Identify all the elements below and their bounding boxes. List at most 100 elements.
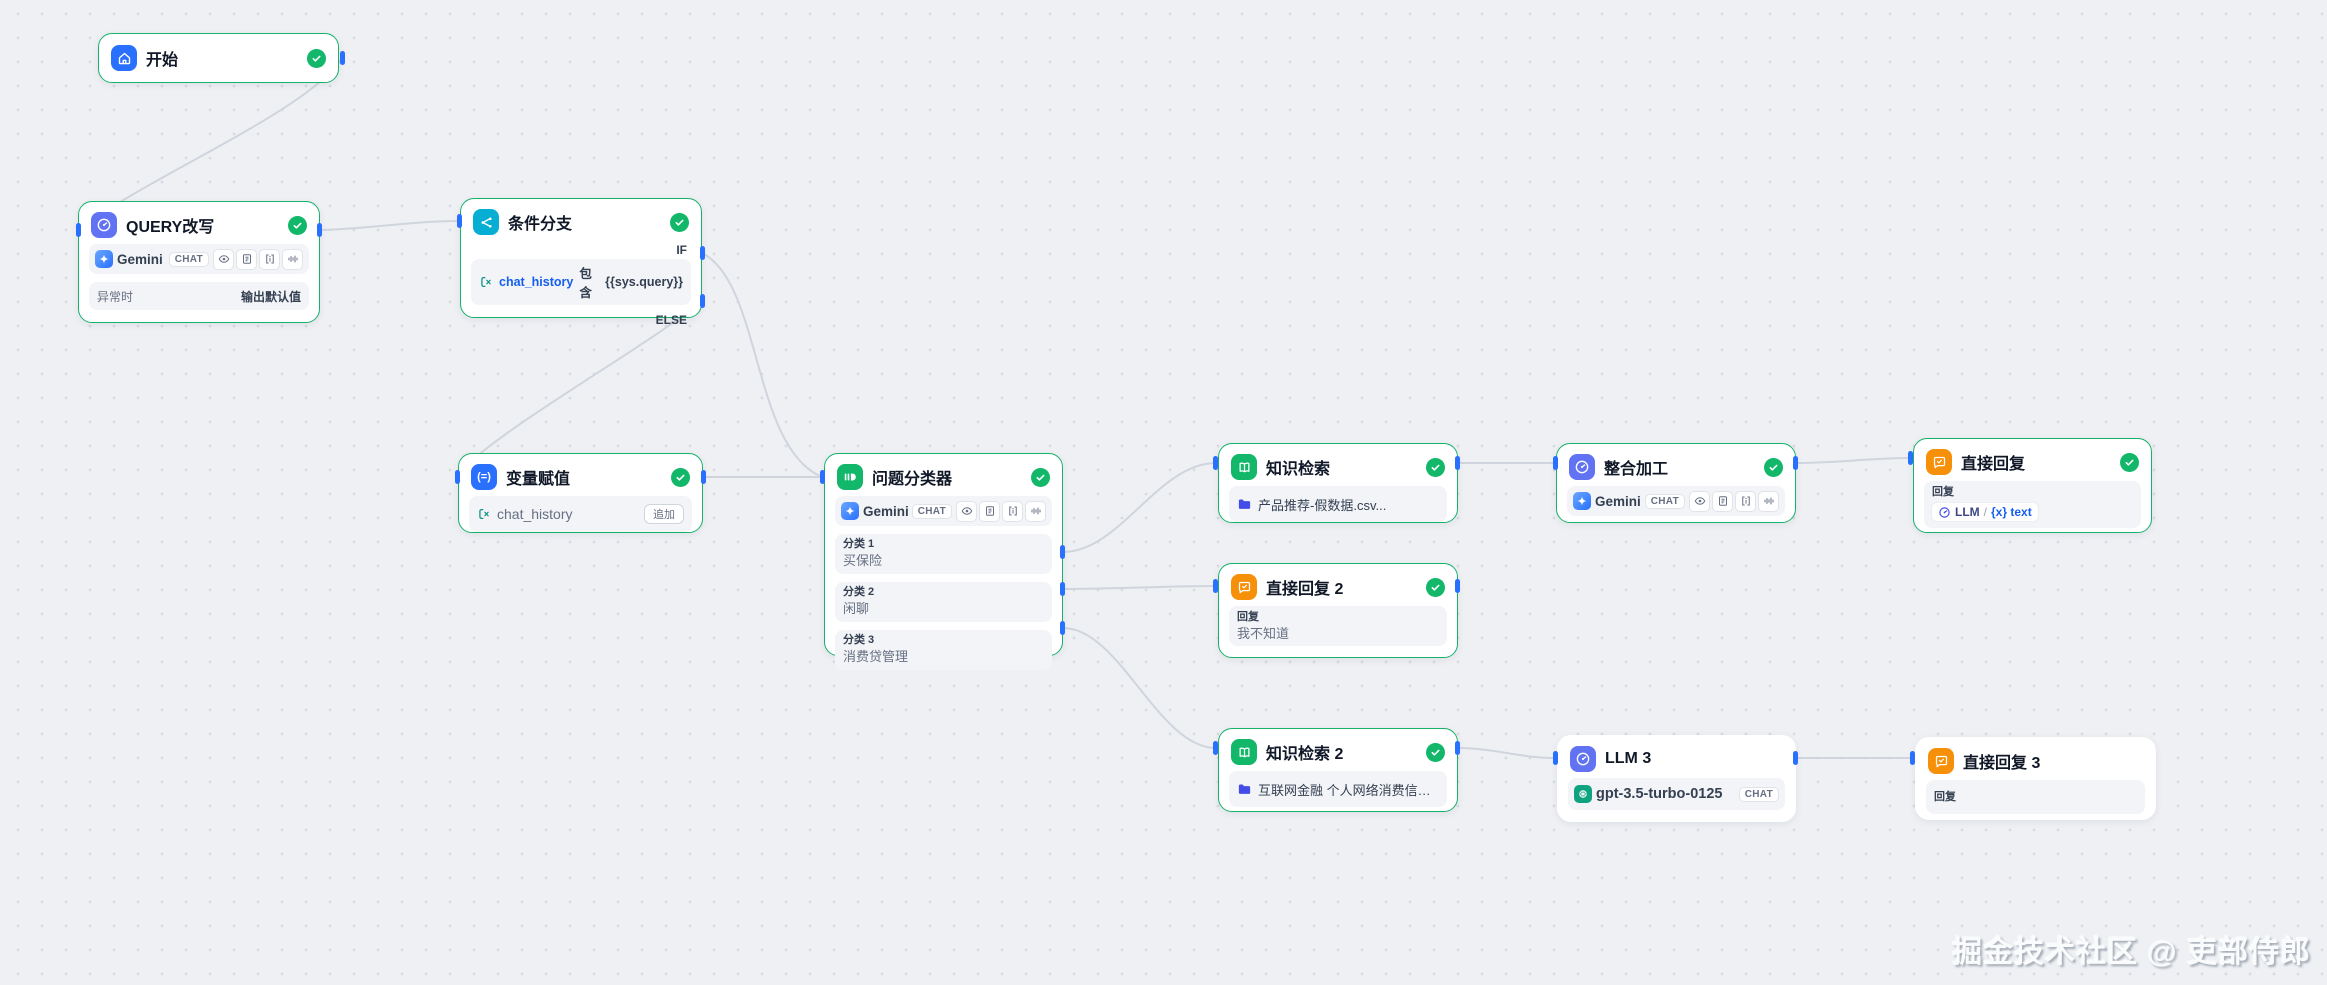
node-title: 知识检索 (1266, 461, 1331, 478)
handle-answer2-output[interactable] (1455, 579, 1460, 593)
answer-row: 回复 LLM / {x} text (1924, 481, 2141, 528)
model-selector[interactable]: gpt-3.5-turbo-0125 CHAT (1568, 778, 1785, 810)
error-handling-row: 异常时 输出默认值 (89, 282, 309, 310)
success-check-icon (288, 215, 307, 235)
book-icon (1231, 454, 1257, 480)
handle-assigner-output[interactable] (701, 470, 706, 484)
handle-answer2-input[interactable] (1213, 579, 1218, 593)
vision-capability-icon (213, 248, 234, 270)
assigner-icon: (=) (471, 464, 497, 490)
success-check-icon (671, 467, 690, 487)
home-icon (111, 45, 137, 71)
handle-classifier-input[interactable] (820, 470, 825, 484)
handle-if-output[interactable] (700, 246, 705, 260)
llm-icon (1570, 746, 1596, 772)
model-name: Gemini ... (1595, 493, 1641, 509)
handle-kb2-input[interactable] (1213, 741, 1218, 755)
answer-bubble-icon (1231, 574, 1257, 600)
node-question-classifier[interactable]: 问题分类器 Gemini ... CHAT 分类 1 买保险 分类 2 闲聊 (824, 453, 1063, 670)
node-title: 问题分类器 (872, 471, 953, 488)
handle-assigner-input[interactable] (455, 470, 460, 484)
conversation-variable-icon (479, 275, 493, 289)
node-merge-llm[interactable]: 整合加工 Gemini ... CHAT (1556, 443, 1796, 523)
if-branch-label: IF (676, 243, 687, 257)
assigned-variable-name: chat_history (497, 506, 573, 522)
condition-operator: 包含 (579, 267, 592, 300)
success-check-icon (1031, 467, 1050, 487)
assigned-variable-row: chat_history 追加 (469, 496, 692, 532)
gemini-icon (841, 502, 859, 520)
handle-class2-output[interactable] (1060, 582, 1065, 596)
handle-query-output[interactable] (317, 223, 322, 237)
class-row-2: 分类 2 闲聊 (835, 582, 1052, 622)
answer-label: 回复 (1932, 486, 1954, 498)
handle-start-output[interactable] (340, 51, 345, 65)
answer-bubble-icon (1926, 449, 1952, 475)
node-llm-3[interactable]: LLM 3 gpt-3.5-turbo-0125 CHAT (1557, 735, 1796, 822)
node-query-rewrite[interactable]: QUERY改写 Gemini ... CHAT 异常时 输出默认值 (78, 201, 320, 323)
dataset-name: 互联网金融 个人网络消费信贷 ... (1258, 782, 1439, 798)
model-selector[interactable]: Gemini ... CHAT (835, 496, 1052, 526)
node-title: 开始 (146, 52, 179, 69)
edge-merge-to-answer1 (1795, 457, 1912, 464)
dataset-row: 互联网金融 个人网络消费信贷 ... (1229, 771, 1447, 807)
citation-capability-icon (1735, 490, 1756, 512)
success-check-icon (2120, 452, 2139, 472)
node-knowledge-retrieval-2[interactable]: 知识检索 2 互联网金融 个人网络消费信贷 ... (1218, 728, 1458, 812)
handle-llm3-output[interactable] (1793, 751, 1798, 765)
node-answer-2[interactable]: 直接回复 2 回复 我不知道 (1218, 563, 1458, 658)
gemini-icon (95, 250, 113, 268)
node-start[interactable]: 开始 (98, 33, 339, 83)
handle-class1-output[interactable] (1060, 545, 1065, 559)
llm-mini-icon (1938, 506, 1951, 519)
node-title: 知识检索 2 (1266, 746, 1344, 763)
dataset-row: 产品推荐-假数据.csv... (1229, 486, 1447, 522)
handle-kb2-output[interactable] (1455, 741, 1460, 755)
else-branch-label: ELSE (655, 313, 687, 327)
answer-label: 回复 (1934, 790, 1956, 803)
model-name: Gemini ... (863, 503, 908, 519)
class-value: 消费贷管理 (843, 649, 909, 664)
edge-class3-to-kb2 (1062, 627, 1217, 749)
node-if-else[interactable]: 条件分支 IF chat_history 包含 {{sys.query}} EL… (460, 198, 702, 327)
class-value: 闲聊 (843, 601, 870, 616)
model-name: Gemini ... (117, 251, 165, 267)
handle-answer1-input[interactable] (1908, 451, 1913, 465)
success-check-icon (1764, 457, 1783, 477)
success-check-icon (670, 212, 689, 232)
handle-answer3-input[interactable] (1910, 751, 1915, 765)
success-check-icon (1426, 577, 1445, 597)
handle-merge-input[interactable] (1553, 456, 1558, 470)
condition-row: chat_history 包含 {{sys.query}} (471, 259, 691, 305)
edge-kb2-to-llm3 (1457, 747, 1556, 759)
handle-ifelse-input[interactable] (457, 214, 462, 228)
edge-if-to-classifier (701, 252, 823, 478)
audio-capability-icon (1758, 490, 1779, 512)
model-selector[interactable]: Gemini ... CHAT (1567, 486, 1785, 516)
llm-icon (91, 212, 117, 238)
chat-mode-badge: CHAT (1738, 786, 1779, 802)
condition-value: {{sys.query}} (605, 275, 683, 289)
node-answer-3[interactable]: 直接回复 3 回复 (1915, 737, 2156, 820)
branch-icon (473, 209, 499, 235)
answer-row: 回复 我不知道 (1229, 606, 1447, 646)
handle-kb1-output[interactable] (1455, 456, 1460, 470)
vision-capability-icon (1689, 490, 1710, 512)
node-title: 变量赋值 (506, 471, 571, 488)
handle-merge-output[interactable] (1793, 456, 1798, 470)
handle-kb1-input[interactable] (1213, 456, 1218, 470)
append-operation-badge: 追加 (644, 504, 684, 524)
node-answer-1[interactable]: 直接回复 回复 LLM / {x} text (1913, 438, 2152, 533)
model-selector[interactable]: Gemini ... CHAT (89, 244, 309, 274)
node-title: 整合加工 (1604, 461, 1669, 478)
handle-query-input[interactable] (76, 223, 81, 237)
llm-icon (1569, 454, 1595, 480)
handle-else-output[interactable] (700, 294, 705, 308)
node-variable-assigner[interactable]: (=) 变量赋值 chat_history 追加 (458, 453, 703, 533)
answer-row: 回复 (1926, 780, 2145, 814)
answer-variable-chip: LLM / {x} text (1932, 503, 2038, 521)
handle-class3-output[interactable] (1060, 621, 1065, 635)
handle-llm3-input[interactable] (1553, 751, 1558, 765)
node-knowledge-retrieval-1[interactable]: 知识检索 产品推荐-假数据.csv... (1218, 443, 1458, 523)
